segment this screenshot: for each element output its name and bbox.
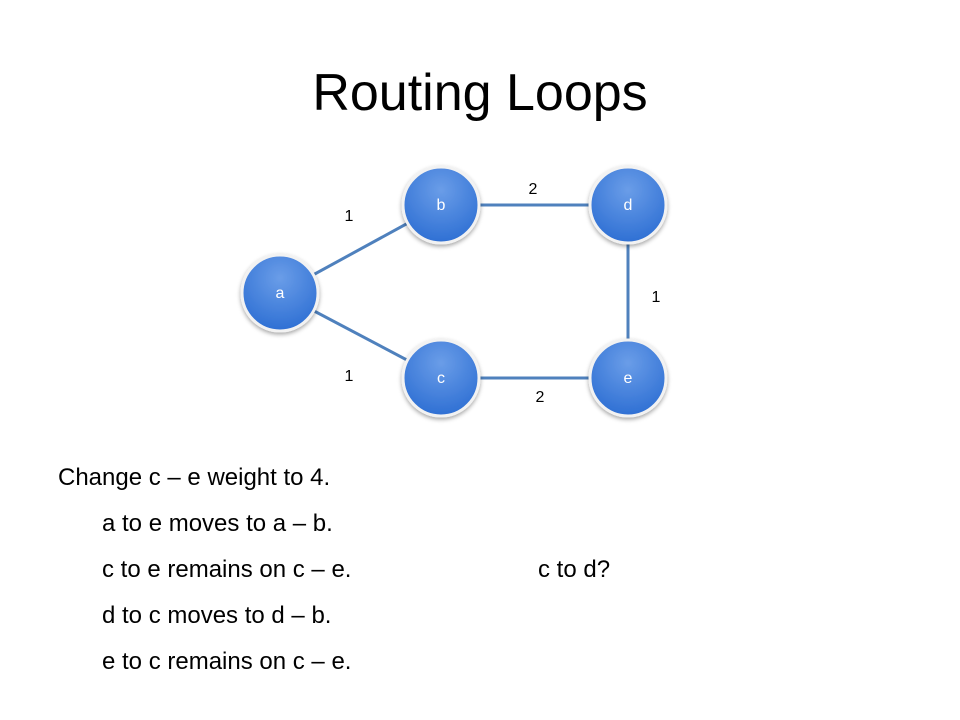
body-line-3-right: c to d? (538, 556, 611, 583)
edge-weights: 1 1 2 1 2 (345, 181, 661, 406)
node-label-b: b (437, 197, 446, 214)
node-circle-d (588, 165, 668, 245)
body-line-1: Change c – e weight to 4. (58, 464, 331, 491)
node-label-e: e (624, 370, 633, 387)
node-a: a (240, 253, 320, 333)
node-label-a: a (276, 285, 285, 302)
body-line-3: c to e remains on c – e. (102, 556, 352, 583)
node-label-d: d (624, 197, 633, 214)
node-circle-c (401, 338, 481, 418)
edge-weight-a-c: 1 (345, 368, 354, 385)
edge-weight-c-e: 2 (536, 389, 545, 406)
node-circle-e (588, 338, 668, 418)
node-d: d (588, 165, 668, 245)
node-b: b (401, 165, 481, 245)
node-circle-a (240, 253, 320, 333)
network-graph: 1 1 2 1 2 a b c d e (240, 165, 668, 418)
edge-weight-b-d: 2 (529, 181, 538, 198)
body-line-2: a to e moves to a – b. (102, 510, 333, 537)
nodes: a b c d e (240, 165, 668, 418)
node-label-c: c (437, 370, 445, 387)
node-c: c (401, 338, 481, 418)
edge-weight-d-e: 1 (652, 289, 661, 306)
body-line-5: e to c remains on c – e. (102, 648, 352, 675)
node-e: e (588, 338, 668, 418)
slide-title: Routing Loops (312, 64, 648, 122)
node-circle-b (401, 165, 481, 245)
body-line-4: d to c moves to d – b. (102, 602, 332, 629)
edge-weight-a-b: 1 (345, 208, 354, 225)
